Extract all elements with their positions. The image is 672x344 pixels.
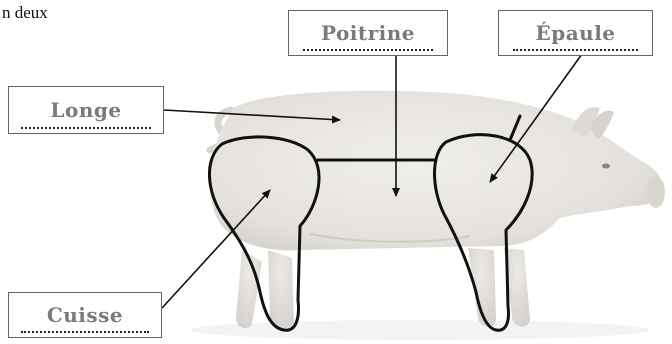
dotted-answer-line: [513, 49, 638, 51]
label-epaule: Épaule: [535, 21, 615, 45]
label-box-cuisse: Cuisse: [8, 292, 162, 338]
pig-image: [210, 91, 665, 329]
label-longe: Longe: [50, 98, 121, 122]
dotted-answer-line: [21, 127, 151, 129]
ground-shadow: [190, 320, 650, 340]
dotted-answer-line: [303, 49, 433, 51]
label-box-epaule: Épaule: [498, 10, 653, 56]
label-box-longe: Longe: [8, 86, 164, 134]
label-cuisse: Cuisse: [47, 303, 123, 327]
dotted-answer-line: [21, 331, 149, 333]
cropped-text-fragment: n deux: [2, 3, 48, 23]
label-box-poitrine: Poitrine: [288, 10, 448, 56]
label-poitrine: Poitrine: [321, 21, 415, 45]
